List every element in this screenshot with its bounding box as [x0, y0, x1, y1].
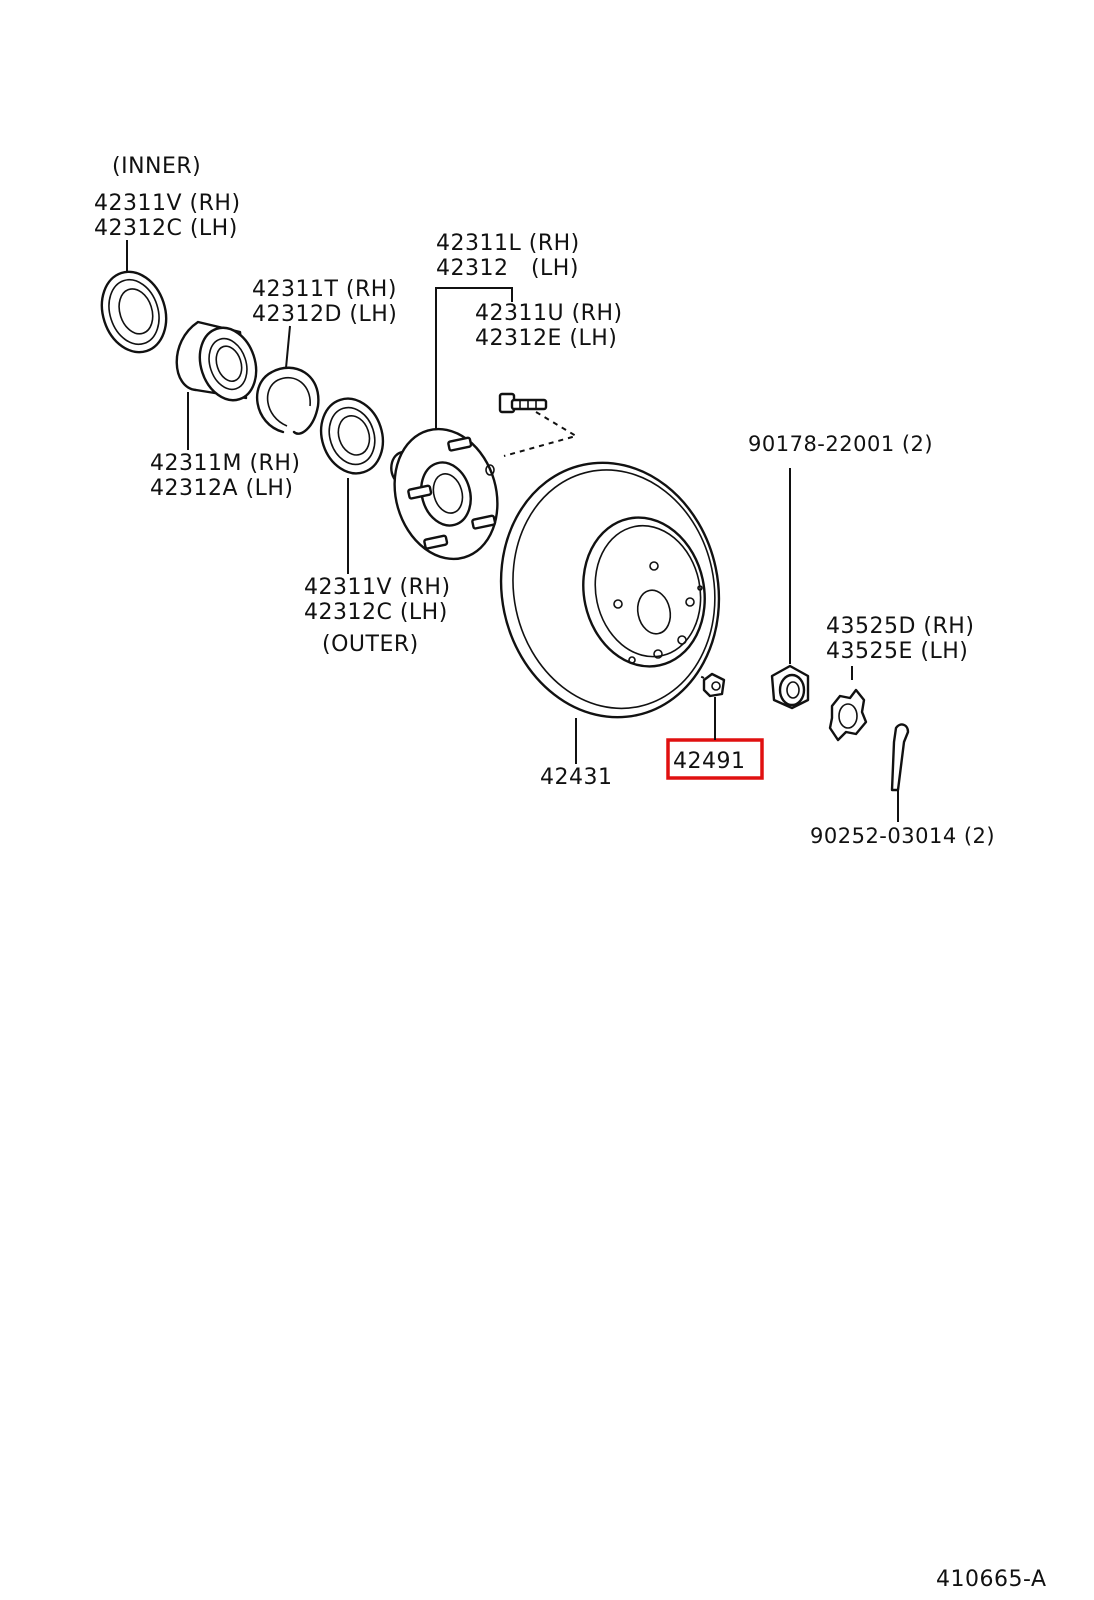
hub-studs	[407, 436, 497, 550]
diagram-code: 410665-A	[936, 1567, 1047, 1592]
label-inner-seal[interactable]: (INNER) 42311V (RH) 42312C (LH)	[94, 154, 241, 241]
label-snap-ring[interactable]: 42311T (RH) 42312D (LH)	[252, 277, 397, 327]
disc-rotor[interactable]	[478, 442, 743, 737]
snap-ring-rh-label: 42311T (RH)	[252, 277, 397, 302]
inner-seal-rh-label: 42311V (RH)	[94, 191, 241, 216]
bearing-lh-label: 42312A (LH)	[150, 476, 294, 501]
hub-bolt[interactable]	[498, 392, 548, 414]
cotter-pin-label[interactable]: 90252-03014 (2)	[810, 824, 995, 848]
hub-bearing[interactable]	[175, 320, 265, 407]
hub-bolt-lh-label: 42312E (LH)	[475, 326, 617, 351]
inner-oil-seal[interactable]	[92, 263, 176, 360]
disc-holes	[613, 561, 703, 664]
lock-cap-rh-label: 43525D (RH)	[826, 614, 974, 639]
hub-bolt-rh-label: 42311U (RH)	[475, 301, 623, 326]
nut-washer-label[interactable]: 90178-22001 (2)	[748, 432, 933, 456]
hub-nut[interactable]	[770, 664, 810, 710]
outer-oil-seal[interactable]	[312, 391, 393, 482]
axle-hub[interactable]	[380, 417, 513, 571]
plug-label: 42491	[673, 749, 746, 774]
hole-plug[interactable]	[702, 672, 726, 698]
highlighted-plug-label[interactable]: 42491	[666, 738, 764, 780]
label-bearing[interactable]: 42311M (RH) 42312A (LH)	[150, 451, 300, 501]
snap-ring-lh-label: 42312D (LH)	[252, 302, 397, 327]
snap-ring[interactable]	[255, 366, 320, 435]
lock-cap-lh-label: 43525E (LH)	[826, 639, 968, 664]
label-outer-seal[interactable]: 42311V (RH) 42312C (LH) (OUTER)	[304, 575, 451, 657]
cotter-pin[interactable]	[890, 723, 910, 792]
outer-seal-rh-label: 42311V (RH)	[304, 575, 451, 600]
disc-label[interactable]: 42431	[540, 765, 613, 790]
lock-nut-cap[interactable]	[828, 688, 868, 742]
label-hub[interactable]: 42311L (RH) 42312 (LH)	[436, 231, 580, 281]
inner-seal-lh-label: 42312C (LH)	[94, 216, 238, 241]
label-hub-bolt[interactable]: 42311U (RH) 42312E (LH)	[475, 301, 623, 351]
label-lock-cap[interactable]: 43525D (RH) 43525E (LH)	[826, 614, 974, 664]
hub-lh-label: 42312 (LH)	[436, 256, 579, 281]
outer-seal-note: (OUTER)	[322, 632, 419, 657]
hub-rh-label: 42311L (RH)	[436, 231, 580, 256]
inner-seal-note: (INNER)	[112, 154, 201, 179]
leader-lines	[126, 240, 899, 822]
outer-seal-lh-label: 42312C (LH)	[304, 600, 448, 625]
bearing-rh-label: 42311M (RH)	[150, 451, 300, 476]
